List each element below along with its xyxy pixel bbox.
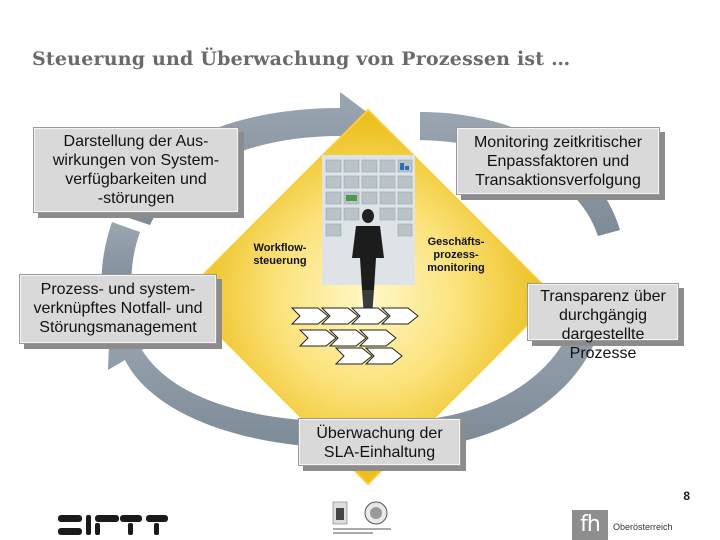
partner-seals bbox=[332, 501, 391, 534]
box-system-availability-effects: Darstellung der Aus- wirkungen von Syste… bbox=[33, 127, 239, 213]
label-line: monitoring bbox=[427, 262, 485, 274]
box-line: verknüpftes Notfall- und bbox=[33, 300, 203, 317]
box-line: Prozess- und system- bbox=[40, 281, 196, 298]
label-line: steuerung bbox=[253, 255, 307, 267]
fh-region-label: Oberösterreich bbox=[613, 522, 673, 532]
fh-logo: fh bbox=[572, 510, 608, 540]
label-line: prozess- bbox=[433, 249, 479, 261]
box-line: SLA-Einhaltung bbox=[323, 444, 436, 461]
label-line: Geschäfts- bbox=[427, 236, 485, 248]
box-monitoring-bottlenecks: Monitoring zeitkritischer Enpassfaktoren… bbox=[456, 127, 660, 195]
box-line: durchgängig bbox=[558, 307, 648, 324]
box-line: verfügbarkeiten und bbox=[65, 171, 207, 188]
page-title: Steuerung und Überwachung von Prozessen … bbox=[32, 48, 571, 70]
box-line: Störungsmanagement bbox=[39, 319, 197, 336]
label-business-process-monitoring: Geschäfts- prozess- monitoring bbox=[418, 236, 494, 275]
cirt-logo bbox=[58, 515, 168, 535]
box-line: -störungen bbox=[97, 190, 175, 207]
box-line: Überwachung der bbox=[316, 425, 443, 442]
box-line: Monitoring zeitkritischer bbox=[473, 134, 643, 151]
box-sla-monitoring: Überwachung der SLA-Einhaltung bbox=[298, 418, 461, 466]
box-line: wirkungen von System- bbox=[52, 152, 220, 169]
box-line: dargestellte bbox=[561, 326, 645, 343]
box-line: Transparenz über bbox=[540, 288, 666, 305]
page-number: 8 bbox=[683, 489, 690, 503]
box-incident-management: Prozess- und system- verknüpftes Notfall… bbox=[19, 274, 217, 344]
box-line: Transaktionsverfolgung bbox=[475, 172, 641, 189]
process-flow-chevrons bbox=[290, 307, 419, 365]
box-line: Prozesse bbox=[569, 345, 637, 362]
label-line: Workflow- bbox=[253, 242, 307, 254]
box-line: Enpassfaktoren und bbox=[486, 153, 630, 170]
label-workflow-control: Workflow- steuerung bbox=[244, 242, 316, 268]
box-line: Darstellung der Aus- bbox=[63, 133, 209, 150]
box-process-transparency: Transparenz über durchgängig dargestellt… bbox=[527, 283, 679, 362]
control-room-image bbox=[322, 155, 415, 316]
